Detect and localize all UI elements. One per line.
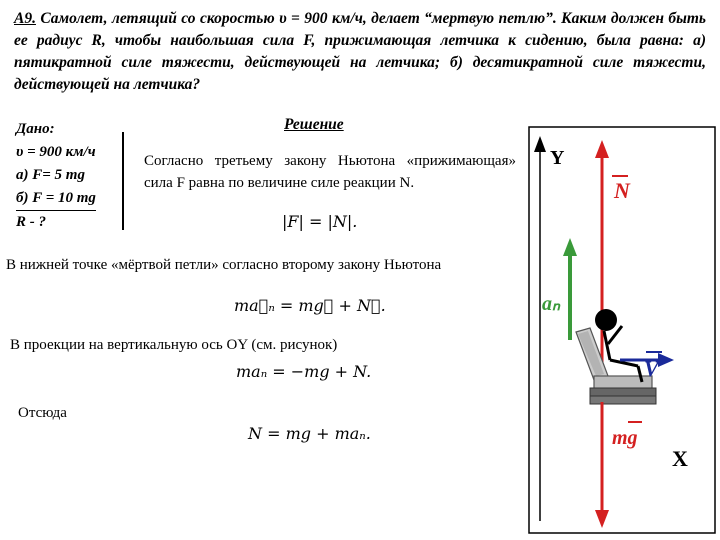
y-axis-label: Y xyxy=(550,147,565,169)
given-title: Дано: xyxy=(16,121,55,137)
pilot-figure xyxy=(595,309,644,383)
y-axis-arrow xyxy=(534,136,546,152)
velocity-label: V xyxy=(644,356,661,381)
newton2-text: В нижней точке «мёртвой петли» согласно … xyxy=(6,257,442,273)
equation-4: N = mg + maₙ. xyxy=(248,424,371,443)
force-diagram: Y X N aₙ V mg xyxy=(528,126,716,534)
given-speed: υ = 900 км/ч xyxy=(16,144,96,160)
normal-force-arrowhead xyxy=(595,140,609,158)
hence-text: Отсюда xyxy=(18,405,67,421)
equation-2: ma⃗ₙ = mg⃗ + N⃗. xyxy=(234,296,386,315)
projection-text: В проекции на вертикальную ось OY (см. р… xyxy=(10,337,338,353)
equation-1: |F| = |N|. xyxy=(282,212,358,231)
diagram-frame xyxy=(528,126,716,534)
acceleration-label: aₙ xyxy=(542,293,561,315)
problem-number: A9. xyxy=(14,10,36,27)
problem-statement: A9. Самолет, летящий со скоростью υ = 90… xyxy=(14,8,706,96)
given-case-a: а) F= 5 mg xyxy=(16,167,85,183)
problem-text: Самолет, летящий со скоростью υ = 900 км… xyxy=(14,10,706,93)
pilot-seat xyxy=(575,327,657,405)
x-axis-label: X xyxy=(672,446,688,471)
gravity-arrowhead xyxy=(595,510,609,528)
velocity-arrowhead xyxy=(658,353,674,367)
given-divider xyxy=(122,132,124,230)
given-unknown: R - ? xyxy=(16,214,46,230)
given-block: Дано: υ = 900 км/ч а) F= 5 mg б) F = 10 … xyxy=(16,118,96,234)
gravity-label: mg xyxy=(612,427,638,449)
acceleration-arrowhead xyxy=(563,238,577,256)
normal-force-label: N xyxy=(613,178,631,203)
solution-title: Решение xyxy=(284,116,344,133)
newton3-text: Согласно третьему закону Ньютона «прижим… xyxy=(144,153,516,191)
given-case-b: б) F = 10 mg xyxy=(16,187,96,211)
equation-3: maₙ = −mg + N. xyxy=(236,362,372,381)
